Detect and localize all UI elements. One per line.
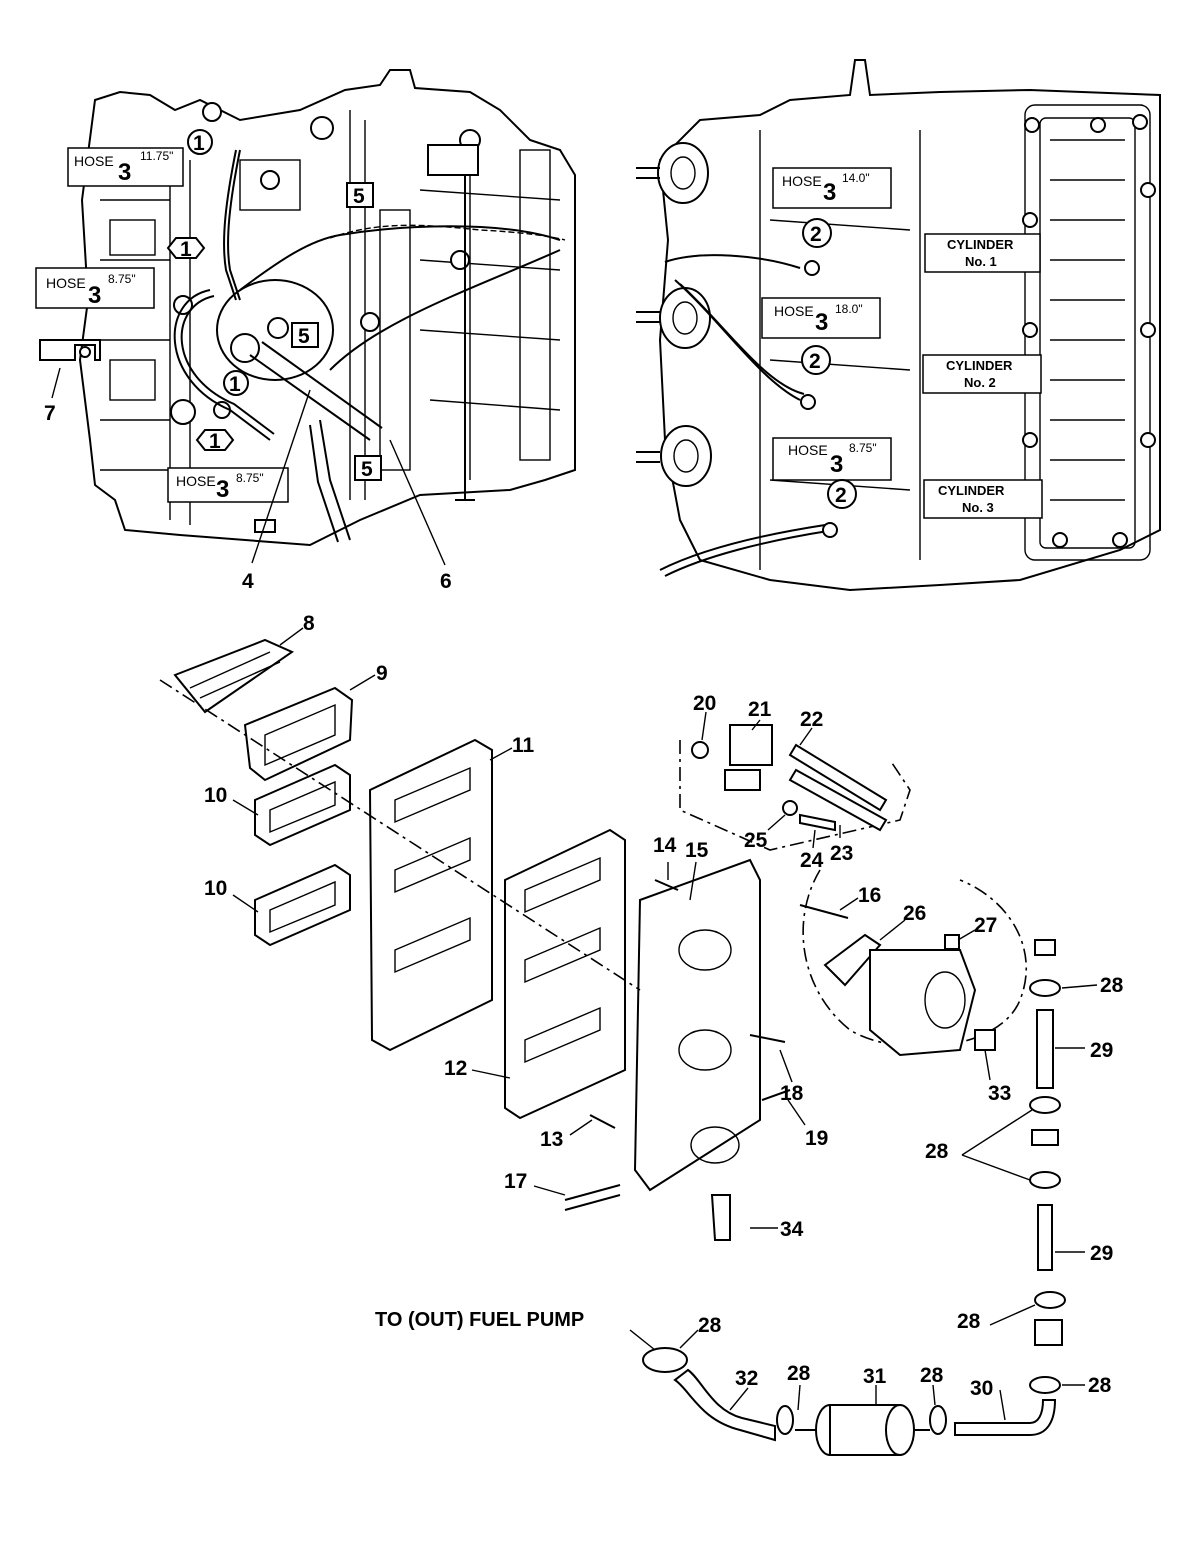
cylinder-label-3: CYLINDER No. 3	[923, 479, 1043, 519]
callout-29b: 29	[1090, 1242, 1113, 1265]
cylinder-number: No. 1	[965, 254, 997, 269]
callout-16: 16	[858, 884, 881, 907]
callout-11: 11	[512, 734, 535, 757]
callout-24: 24	[800, 849, 824, 872]
hose-name: HOSE	[74, 153, 114, 169]
badge-5-bottom: 5	[354, 455, 382, 481]
callout-6: 6	[440, 570, 452, 593]
callout-31: 31	[863, 1365, 887, 1388]
callout-29a: 29	[1090, 1039, 1113, 1062]
callout-7: 7	[44, 402, 56, 425]
svg-text:5: 5	[353, 185, 365, 208]
hose-length: 8.75"	[236, 471, 264, 485]
hose-label-left-mid: HOSE 3 8.75"	[35, 267, 155, 309]
svg-text:1: 1	[193, 132, 205, 155]
hose-index: 3	[830, 451, 843, 478]
cylinder-number: No. 2	[964, 375, 996, 390]
hose-name: HOSE	[782, 173, 822, 189]
svg-text:1: 1	[180, 238, 192, 261]
callout-34: 34	[780, 1218, 804, 1241]
badge-2-bottom: 2	[827, 479, 857, 509]
hose-length: 18.0"	[835, 302, 863, 316]
callout-22: 22	[800, 708, 823, 731]
svg-text:2: 2	[809, 350, 821, 373]
hose-length: 11.75"	[140, 149, 173, 163]
hose-length: 8.75"	[108, 272, 136, 286]
hose-length: 8.75"	[849, 441, 877, 455]
svg-text:5: 5	[361, 458, 373, 481]
callout-20: 20	[693, 692, 716, 715]
svg-text:1: 1	[229, 373, 241, 396]
callout-17: 17	[504, 1170, 527, 1193]
cylinder-title: CYLINDER	[938, 483, 1005, 498]
hose-length: 14.0"	[842, 171, 870, 185]
callout-23: 23	[830, 842, 853, 865]
callout-28d: 28	[1088, 1374, 1112, 1397]
callout-13: 13	[540, 1128, 563, 1151]
callout-8: 8	[303, 612, 315, 635]
exploded-assembly	[159, 638, 1066, 1456]
badge-1-bottom: 1	[195, 429, 235, 453]
hose-label-right-bottom: HOSE 3 8.75"	[772, 437, 892, 481]
callout-25: 25	[744, 829, 768, 852]
callout-10b: 10	[204, 877, 227, 900]
hose-name: HOSE	[46, 275, 86, 291]
left-engine-view	[39, 69, 576, 547]
callout-14: 14	[653, 834, 677, 857]
callout-30: 30	[970, 1377, 993, 1400]
callout-27: 27	[974, 914, 997, 937]
svg-text:2: 2	[835, 484, 847, 507]
cylinder-number: No. 3	[962, 500, 994, 515]
svg-text:1: 1	[209, 430, 221, 453]
badge-5-mid: 5	[291, 322, 319, 348]
callout-32: 32	[735, 1367, 758, 1390]
callout-4: 4	[242, 570, 254, 593]
fuel-pump-label: TO (OUT) FUEL PUMP	[375, 1309, 584, 1331]
badge-1-lower: 1	[223, 370, 249, 396]
hose-name: HOSE	[774, 303, 814, 319]
badge-2-top: 2	[802, 218, 832, 248]
badge-1-mid: 1	[166, 237, 206, 261]
hose-index: 3	[118, 159, 131, 186]
callout-28e: 28	[787, 1362, 811, 1385]
callout-10a: 10	[204, 784, 227, 807]
cylinder-title: CYLINDER	[946, 358, 1013, 373]
hose-label-left-top: HOSE 3 11.75"	[67, 147, 184, 187]
callout-28b: 28	[925, 1140, 949, 1163]
hose-index: 3	[815, 309, 828, 336]
badge-5-top: 5	[346, 182, 374, 208]
callout-18: 18	[780, 1082, 804, 1105]
callout-21: 21	[748, 698, 772, 721]
hose-name: HOSE	[788, 442, 828, 458]
callout-28a: 28	[1100, 974, 1124, 997]
badge-2-mid: 2	[801, 345, 831, 375]
svg-text:5: 5	[298, 325, 310, 348]
callout-15: 15	[685, 839, 709, 862]
callout-33: 33	[988, 1082, 1011, 1105]
callout-28f: 28	[920, 1364, 944, 1387]
cylinder-label-2: CYLINDER No. 2	[922, 354, 1042, 394]
callout-9: 9	[376, 662, 388, 685]
hose-label-right-top: HOSE 3 14.0"	[772, 167, 892, 209]
callout-28c: 28	[957, 1310, 981, 1333]
right-engine-view	[636, 59, 1161, 592]
callout-26: 26	[903, 902, 926, 925]
hose-name: HOSE	[176, 473, 216, 489]
cylinder-title: CYLINDER	[947, 237, 1014, 252]
callout-28g: 28	[698, 1314, 722, 1337]
hose-label-right-mid: HOSE 3 18.0"	[761, 297, 881, 339]
callout-12: 12	[444, 1057, 467, 1080]
hose-label-left-bottom: HOSE 3 8.75"	[167, 467, 289, 503]
svg-text:2: 2	[810, 223, 822, 246]
callout-19: 19	[805, 1127, 828, 1150]
cylinder-label-1: CYLINDER No. 1	[924, 233, 1041, 273]
hose-index: 3	[823, 179, 836, 206]
badge-1-top: 1	[187, 129, 213, 155]
hose-index: 3	[88, 282, 101, 309]
hose-index: 3	[216, 476, 229, 503]
